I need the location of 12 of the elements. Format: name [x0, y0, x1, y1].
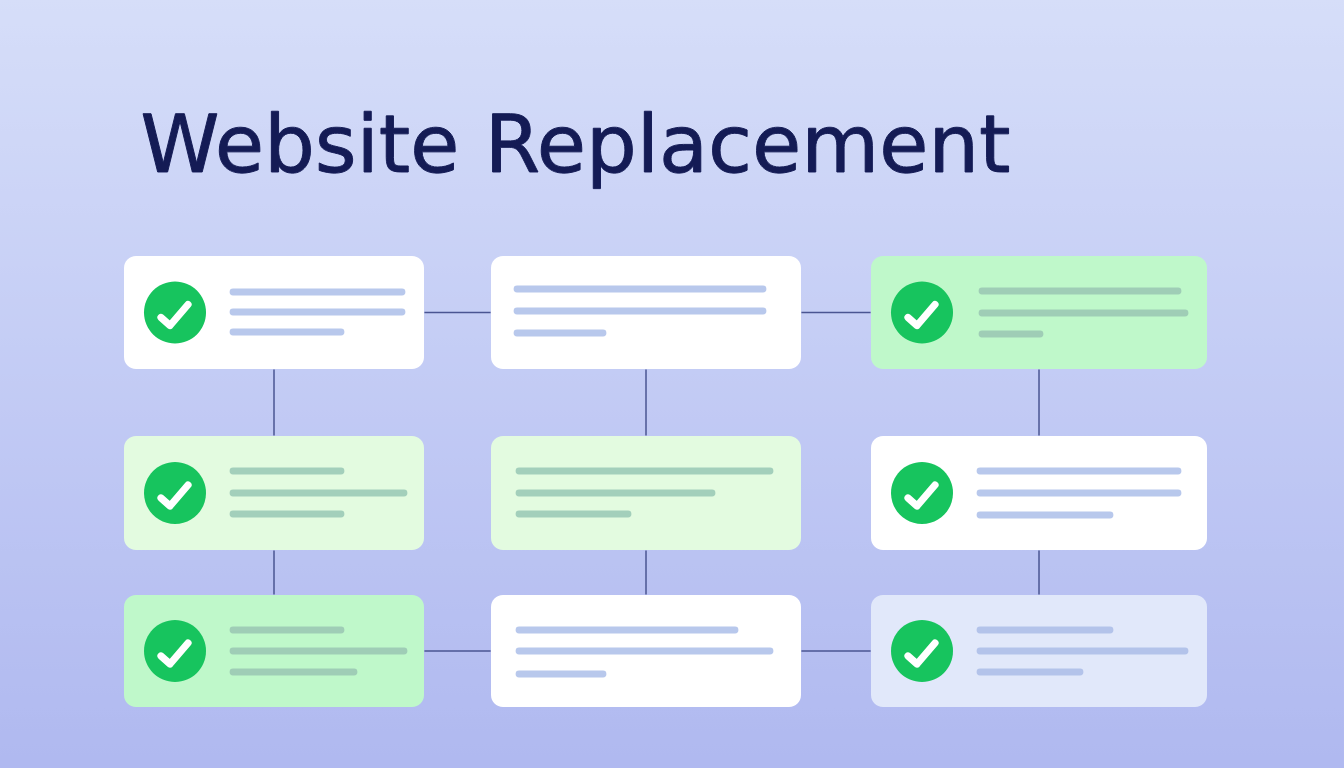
connector-line: [1038, 368, 1040, 437]
connector-line: [645, 368, 647, 437]
connector-line: [273, 549, 275, 596]
connector-line: [645, 549, 647, 596]
connector-line: [1038, 549, 1040, 596]
card: [491, 595, 801, 707]
connector-line: [273, 368, 275, 437]
connector-line: [423, 650, 492, 652]
connector-line: [800, 311, 872, 314]
connector-line: [423, 311, 492, 314]
connector-line: [800, 650, 872, 652]
card: [491, 436, 801, 550]
